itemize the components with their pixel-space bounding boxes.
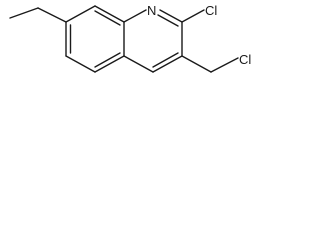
c3-ch2-bond bbox=[181, 55, 212, 73]
ring-b-bond-n-right bbox=[159, 9, 183, 23]
ring-a-bond-3 bbox=[94, 55, 125, 73]
ring-b-bond-n-right-inner bbox=[157, 14, 179, 27]
ring-a-bond-3-inner bbox=[94, 52, 121, 68]
nitrogen-atom-label: N bbox=[147, 3, 156, 18]
ring-b-bond-c3-c4-inner bbox=[152, 52, 179, 68]
quinoline-structure-drawing: N Cl Cl bbox=[9, 3, 251, 73]
c2-cl-bond bbox=[181, 9, 205, 23]
structure-canvas: N Cl Cl bbox=[0, 0, 292, 94]
ring-a-bond-5-inner bbox=[94, 10, 121, 26]
ch2-cl-bond bbox=[210, 57, 239, 73]
ring-a-bond-2 bbox=[65, 55, 96, 73]
ring-a-bond-5 bbox=[94, 5, 125, 23]
ethyl-ch3-bond bbox=[9, 7, 39, 19]
ring-b-bond-c4-c4a bbox=[123, 55, 154, 73]
methyl-chlorine-atom-label: Cl bbox=[239, 52, 251, 67]
ethyl-ch2-bond bbox=[37, 7, 67, 23]
ring-a-bond-6 bbox=[65, 5, 96, 23]
ring-b-bond-c3-c4 bbox=[152, 55, 183, 73]
ring-chlorine-atom-label: Cl bbox=[205, 3, 217, 18]
ring-b-bond-n-left bbox=[123, 9, 147, 23]
